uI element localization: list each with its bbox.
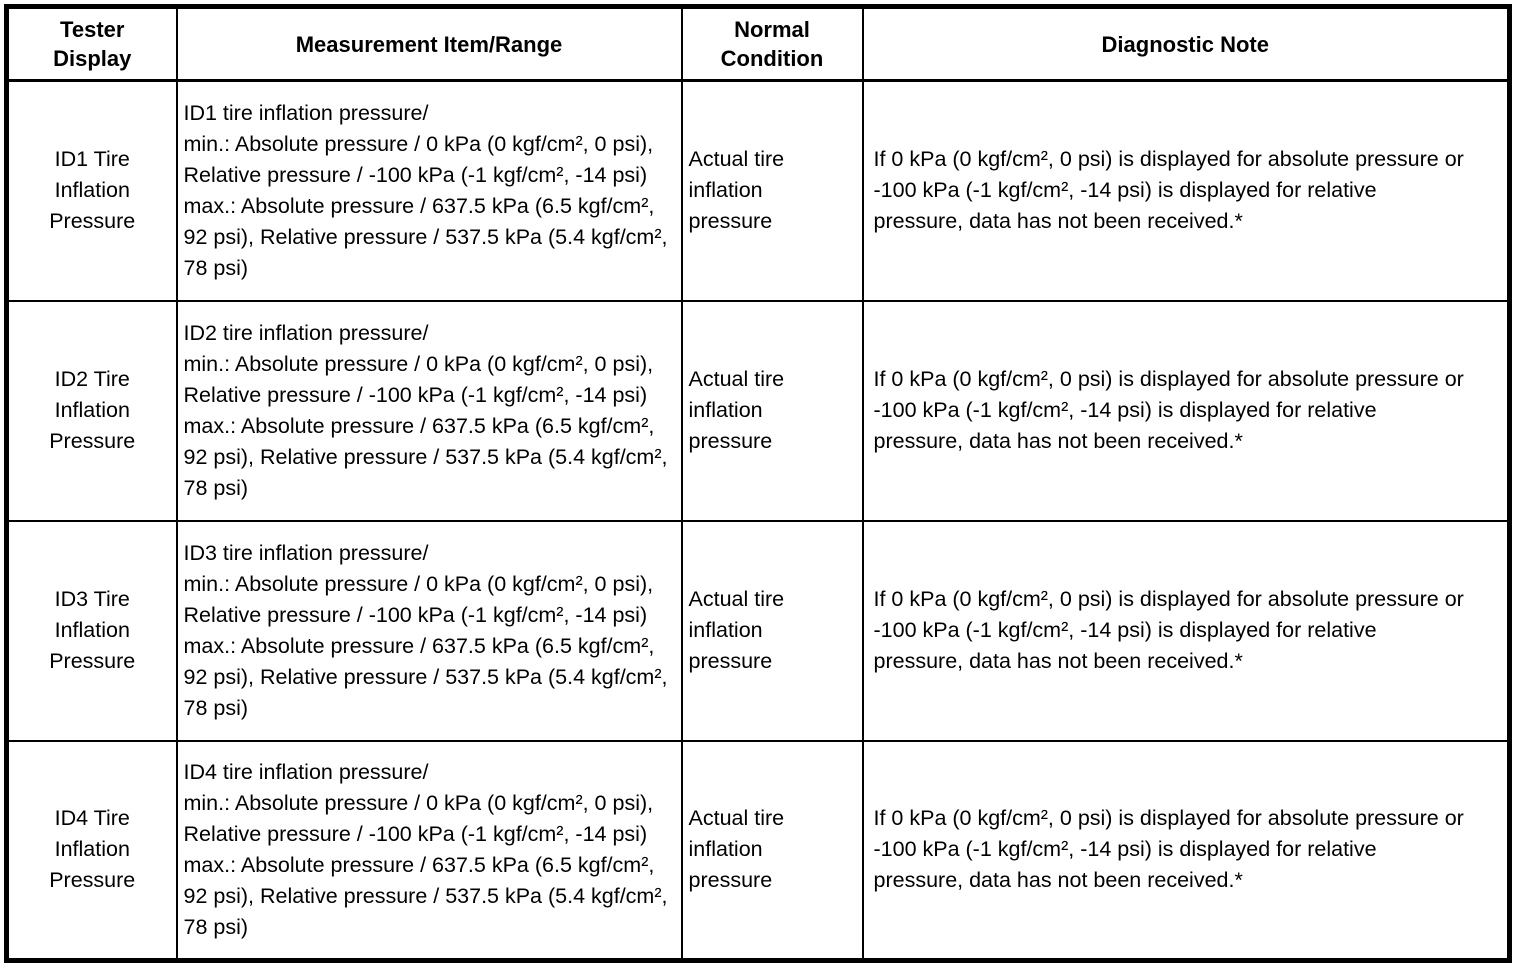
measurement-item-range-cell: ID3 tire inflation pressure/ min.: Absol… [175, 519, 683, 742]
measurement-item-range-cell: ID2 tire inflation pressure/ min.: Absol… [175, 299, 683, 522]
tester-display-cell: ID2 Tire Inflation Pressure [5, 299, 178, 522]
col-header-measurement-item-range: Measurement Item/Range [175, 5, 683, 82]
diagnostic-note-cell: If 0 kPa (0 kgf/cm², 0 psi) is displayed… [861, 79, 1511, 302]
tester-display-cell: ID3 Tire Inflation Pressure [5, 519, 178, 742]
normal-condition-cell: Actual tire inflation pressure [680, 519, 864, 742]
measurement-item-range-cell: ID4 tire inflation pressure/ min.: Absol… [175, 739, 683, 962]
normal-condition-cell: Actual tire inflation pressure [680, 299, 864, 522]
data-list-table: Tester Display Measurement Item/Range No… [4, 4, 1512, 963]
normal-condition-cell: Actual tire inflation pressure [680, 79, 864, 302]
table-row-id3: ID3 Tire Inflation Pressure ID3 tire inf… [5, 519, 1511, 742]
header-row: Tester Display Measurement Item/Range No… [5, 5, 1511, 82]
table-row-id4: ID4 Tire Inflation Pressure ID4 tire inf… [5, 739, 1511, 962]
table-row-id1: ID1 Tire Inflation Pressure ID1 tire inf… [5, 79, 1511, 302]
normal-condition-cell: Actual tire inflation pressure [680, 739, 864, 962]
tester-display-cell: ID4 Tire Inflation Pressure [5, 739, 178, 962]
col-header-diagnostic-note: Diagnostic Note [861, 5, 1511, 82]
col-header-normal-condition: Normal Condition [680, 5, 864, 82]
table-row-id2: ID2 Tire Inflation Pressure ID2 tire inf… [5, 299, 1511, 522]
diagnostic-note-cell: If 0 kPa (0 kgf/cm², 0 psi) is displayed… [861, 299, 1511, 522]
diagnostic-note-cell: If 0 kPa (0 kgf/cm², 0 psi) is displayed… [861, 519, 1511, 742]
measurement-item-range-cell: ID1 tire inflation pressure/ min.: Absol… [175, 79, 683, 302]
col-header-tester-display: Tester Display [5, 5, 178, 82]
diagnostic-note-cell: If 0 kPa (0 kgf/cm², 0 psi) is displayed… [861, 739, 1511, 962]
tester-display-cell: ID1 Tire Inflation Pressure [5, 79, 178, 302]
